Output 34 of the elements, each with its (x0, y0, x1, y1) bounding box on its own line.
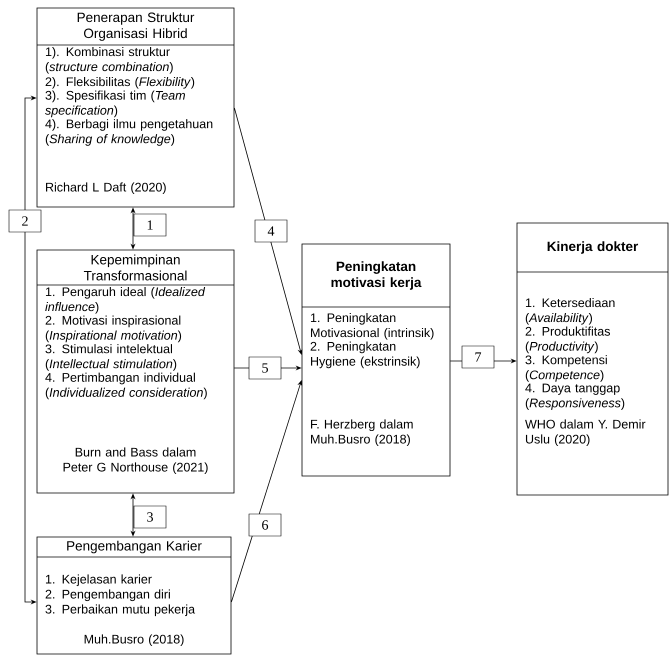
box-heading: Pengembangan Karier (67, 540, 202, 554)
list-item: 4. Daya tanggap (Responsiveness) (525, 384, 624, 410)
citation: Muh.Busro (2018) (84, 634, 184, 646)
list-item: 2. Peningkatan Hygiene (ekstrinsik) (310, 342, 420, 368)
box-heading: Penerapan Struktur Organisasi Hibrid (78, 12, 194, 41)
citation: F. Herzberg dalam Muh.Busro (2018) (311, 419, 413, 446)
list-item: 4). Berbagi ilmu pengetahuan (Sharing of knowledge) (45, 119, 212, 146)
box-heading: Kinerja dokter (548, 241, 638, 254)
citation: WHO dalam Y. Demir Uslu (2020) (525, 419, 646, 446)
edge-label: 1 (134, 214, 166, 236)
list-item: 1. Peningkatan Motivasional (intrinsik) (310, 313, 434, 340)
edge-label: 5 (248, 356, 282, 380)
list-item: 2. Produktifitas (Productivity) (526, 326, 610, 354)
list-item: 1. Kejelasan karier (46, 574, 152, 586)
list-item: 2). Fleksibilitas (Flexibility) (46, 77, 194, 89)
list-item: 2. Motivasi inspirasional (Inspirational motivation) (46, 316, 182, 342)
list-item: 3). Spesifikasi tim (Team specification) (45, 90, 185, 118)
edge-label: 6 (248, 514, 282, 536)
edge-label: 2 (8, 210, 42, 232)
list-item: 1). Kombinasi struktur (structure combination) (46, 47, 173, 74)
list-item: 3. Stimulasi intelektual (Intellectual stimulation) (45, 344, 176, 371)
list-item: 2. Pengembangan diri (46, 589, 170, 602)
citation: Burn and Bass dalam Peter G Northouse (2021) (64, 447, 208, 474)
list-item: 1. Ketersediaan (Availability) (526, 298, 614, 325)
list-item: 1. Pengaruh ideal (Idealized influence) (45, 286, 206, 314)
box-heading: Peningkatan motivasi kerja (332, 261, 422, 290)
citation: Richard L Daft (2020) (46, 182, 166, 194)
edge-label: 3 (134, 506, 166, 528)
edge-label: 7 (462, 346, 494, 368)
list-item: 3. Kompetensi (Competence) (525, 355, 607, 382)
box-heading: Kepemimpinan Transformasional (84, 254, 186, 280)
list-item: 4. Pertimbangan individual (Individualized consideration) (45, 372, 207, 400)
edge-label: 4 (254, 220, 288, 242)
list-item: 3. Perbaikan mutu pekerja (45, 604, 196, 616)
